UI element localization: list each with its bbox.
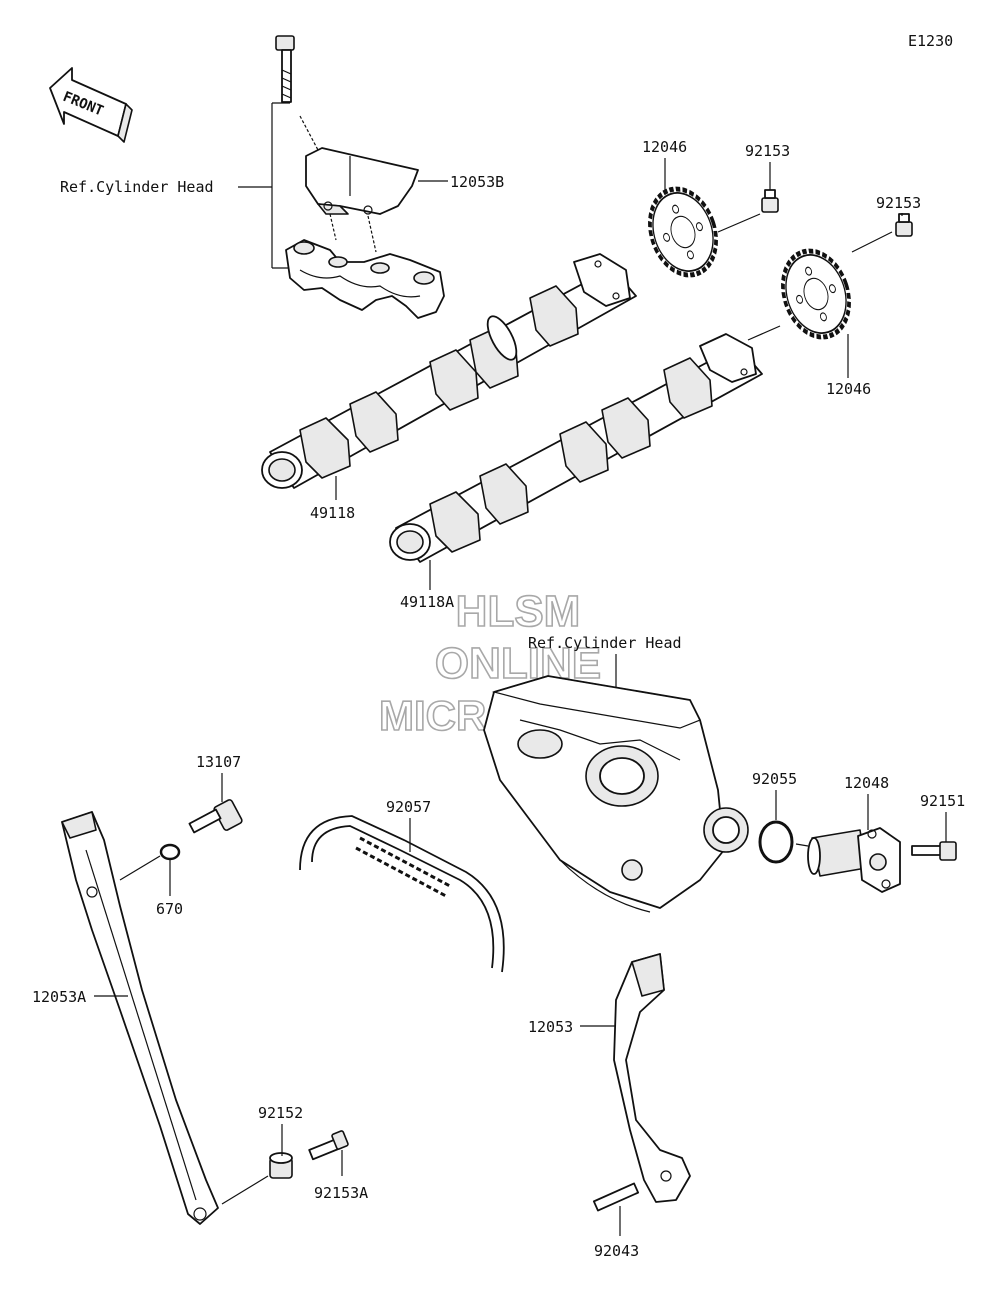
camshaft-holder — [285, 239, 445, 319]
cam-sprocket-right-12046 — [781, 248, 851, 340]
camshaft-49118A — [389, 333, 763, 563]
ref-bracket-top — [238, 102, 292, 269]
chain-guide-12053 — [613, 953, 691, 1203]
part-label-92151: 92151 — [920, 792, 965, 810]
ref-cylinder-head-mid: Ref.Cylinder Head — [528, 634, 682, 652]
sprocket-bolt-left-92153 — [761, 189, 779, 213]
part-label-12046-left: 12046 — [642, 138, 687, 156]
part-label-12048: 12048 — [844, 774, 889, 792]
part-label-92043: 92043 — [594, 1242, 639, 1260]
part-label-92153-left: 92153 — [745, 142, 790, 160]
diagram-code: E1230 — [908, 32, 953, 50]
part-label-92153-right: 92153 — [876, 194, 921, 212]
part-label-12053B: 12053B — [450, 173, 504, 191]
upper-chain-guide-12053B — [305, 147, 419, 215]
chain-guide-12053A — [61, 811, 219, 1225]
chain-tensioner-12048 — [807, 827, 901, 893]
part-label-670: 670 — [156, 900, 183, 918]
sprocket-bolt-right-92153 — [895, 213, 913, 237]
chain-guide-bolt-13107 — [188, 799, 243, 834]
tensioner-bolt-92151 — [911, 841, 957, 861]
cam-chain-92057 — [299, 815, 505, 973]
o-ring-670 — [159, 843, 181, 861]
cam-holder-bolt-icon — [275, 35, 295, 103]
part-label-49118A: 49118A — [400, 593, 454, 611]
front-arrow-icon: FRONT — [49, 67, 133, 143]
part-label-13107: 13107 — [196, 753, 241, 771]
cam-sprocket-left-12046 — [648, 186, 718, 278]
part-label-92057: 92057 — [386, 798, 431, 816]
camshaft-49118 — [261, 253, 637, 489]
part-label-92153A: 92153A — [314, 1184, 368, 1202]
part-label-92055: 92055 — [752, 770, 797, 788]
part-label-49118: 49118 — [310, 504, 355, 522]
watermark-line1: HLSM — [456, 587, 581, 636]
part-label-12053: 12053 — [528, 1018, 573, 1036]
part-label-92152: 92152 — [258, 1104, 303, 1122]
part-label-12046-right: 12046 — [826, 380, 871, 398]
o-ring-92055 — [758, 820, 794, 864]
cylinder-head — [483, 675, 749, 913]
pin-92043 — [592, 1182, 640, 1212]
ref-cylinder-head-top: Ref.Cylinder Head — [60, 178, 214, 196]
collar-92152 — [269, 1152, 293, 1179]
bolt-92153A — [308, 1130, 349, 1161]
part-label-12053A: 12053A — [32, 988, 86, 1006]
